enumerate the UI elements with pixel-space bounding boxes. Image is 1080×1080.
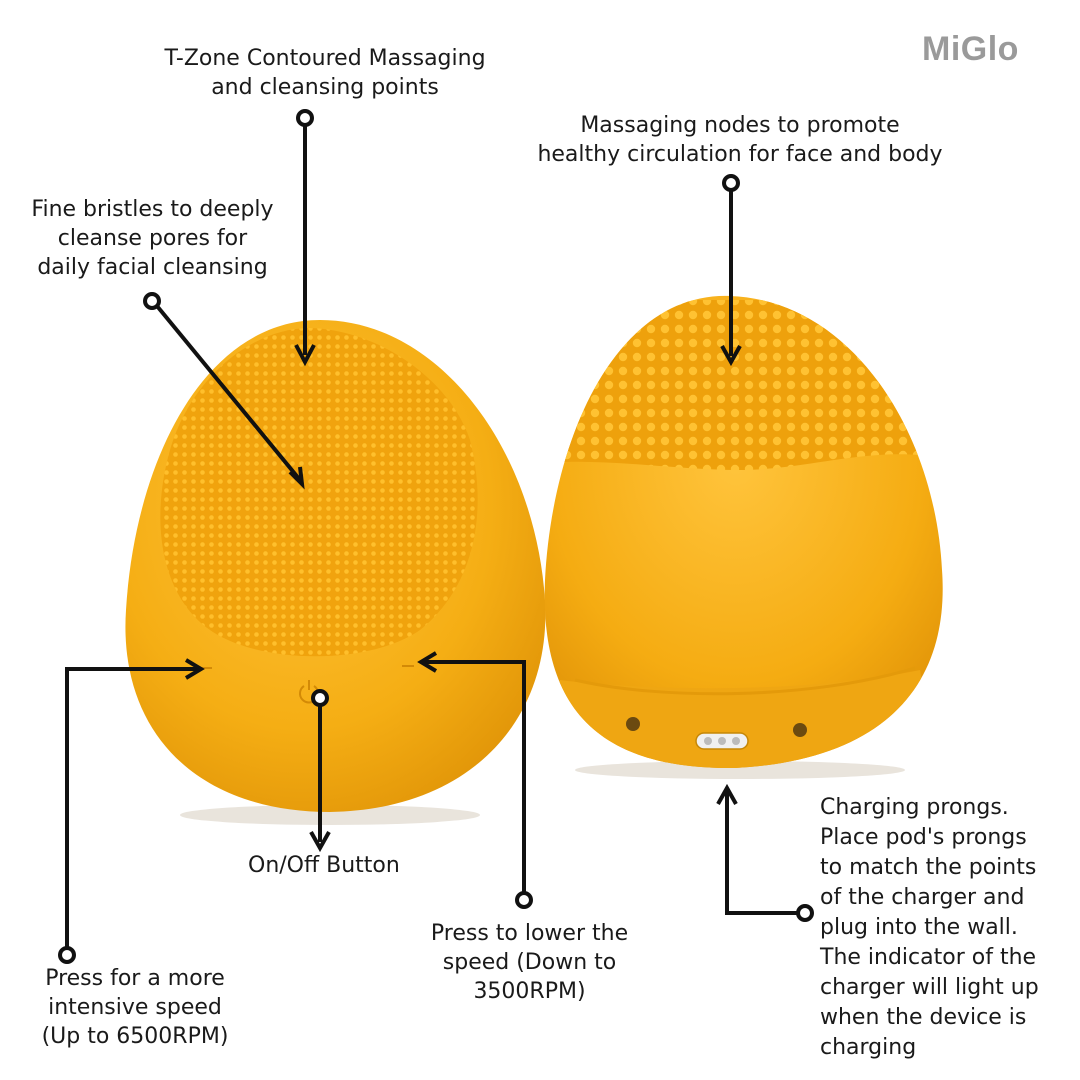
callout-speed-down: Press to lower the speed (Down to 3500RP… (412, 919, 647, 1006)
callout-charging-line: The indicator of the (820, 945, 1037, 970)
arrow-speed-down (417, 651, 438, 673)
callout-charging-line: charging (820, 1035, 917, 1060)
callout-dot-nodes (722, 174, 740, 192)
callout-bristles-line: daily facial cleansing (37, 255, 268, 280)
callout-speed-down-line: 3500RPM) (473, 979, 586, 1004)
callout-charging-line: charger will light up (820, 975, 1039, 1000)
callout-bristles-line: cleanse pores for (57, 226, 248, 251)
callout-charging-line: Place pod's prongs (820, 825, 1027, 850)
callout-bristles-line: Fine bristles to deeply (31, 197, 274, 222)
callout-charging-line: of the charger and (820, 885, 1025, 910)
callout-charging-line: to match the points (820, 855, 1037, 880)
callout-dot-t-zone (296, 109, 314, 127)
callout-nodes: Massaging nodes to promote healthy circu… (500, 111, 980, 169)
callout-on-off-line: On/Off Button (248, 853, 400, 878)
callout-dot-charging (796, 904, 814, 922)
callout-t-zone-line: T-Zone Contoured Massaging (164, 46, 486, 71)
callout-charging-line: when the device is (820, 1005, 1027, 1030)
arrow-on-off (309, 831, 331, 853)
callout-dot-speed-up (58, 946, 76, 964)
charging-prongs-icon (626, 717, 807, 750)
arrow-t-zone (294, 344, 316, 367)
callout-nodes-line: Massaging nodes to promote (580, 113, 900, 138)
bristle-pad (160, 328, 478, 657)
callout-charging: Charging prongs. Place pod's prongs to m… (820, 793, 1075, 1063)
callout-dot-on-off (311, 689, 329, 707)
callout-speed-up: Press for a more intensive speed (Up to … (20, 964, 250, 1051)
brand-logo: MiGlo (922, 30, 1019, 68)
callout-charging-line: plug into the wall. (820, 915, 1018, 940)
callout-dot-speed-down (515, 891, 533, 909)
arrow-speed-up (184, 658, 205, 680)
callout-bristles: Fine bristles to deeply cleanse pores fo… (10, 195, 295, 282)
callout-speed-down-line: speed (Down to (442, 950, 617, 975)
callout-t-zone: T-Zone Contoured Massaging and cleansing… (120, 44, 530, 102)
annotation-lines (58, 109, 814, 964)
callout-t-zone-line: and cleansing points (211, 75, 439, 100)
callout-dot-bristles (143, 292, 161, 310)
callout-on-off: On/Off Button (248, 851, 448, 880)
callout-charging-line: Charging prongs. (820, 795, 1009, 820)
callout-speed-up-line: (Up to 6500RPM) (41, 1024, 229, 1049)
callout-nodes-line: healthy circulation for face and body (537, 142, 943, 167)
device-front (125, 320, 546, 825)
arrow-bristles (288, 466, 305, 490)
device-back (544, 295, 943, 779)
callout-speed-up-line: Press for a more (45, 966, 225, 991)
arrow-charging (716, 783, 738, 805)
callout-speed-up-line: intensive speed (48, 995, 222, 1020)
arrow-nodes (720, 345, 742, 367)
callout-speed-down-line: Press to lower the (430, 921, 629, 946)
